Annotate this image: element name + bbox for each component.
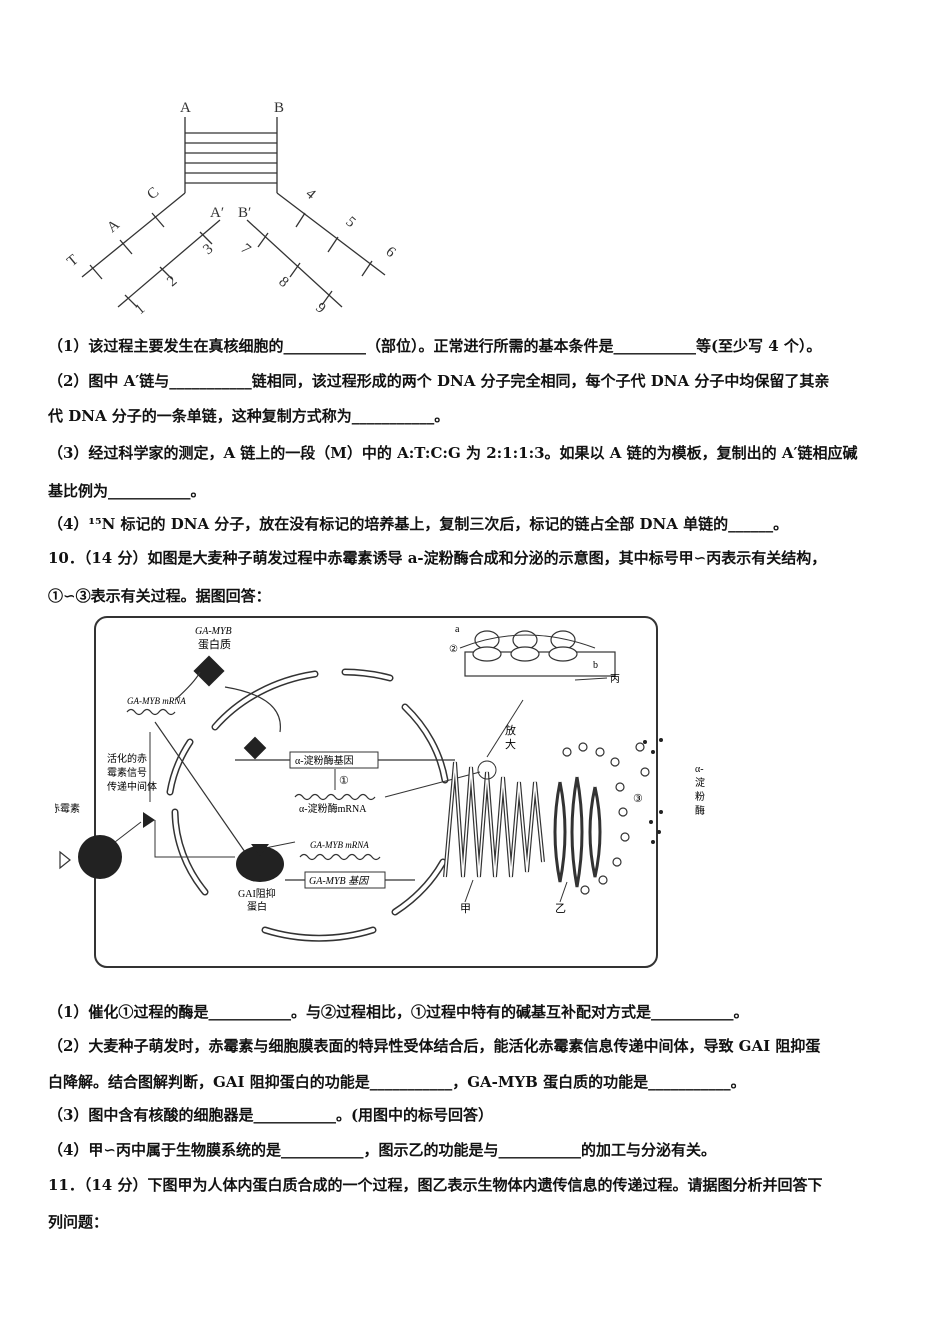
- amylase-gene-label: α-淀粉酶基因: [295, 754, 354, 767]
- ga-myb-protein-label: GA-MYB: [195, 626, 232, 637]
- label-1: 1: [132, 301, 148, 318]
- signal-label-3: 传递中间体: [107, 780, 157, 793]
- q10-part1: （1）催化①过程的酶是___________。与②过程相比，①过程中特有的碱基互…: [48, 1003, 749, 1021]
- ga-myb-mrna-mid-label: GA-MYB mRNA: [310, 840, 369, 850]
- svg-text:α-: α-: [695, 764, 704, 775]
- q10-part4: （4）甲∽丙中属于生物膜系统的是___________，图示乙的功能是与____…: [48, 1141, 717, 1159]
- label-8: 8: [275, 274, 291, 291]
- process-1-label: ①: [339, 775, 349, 787]
- gai-label-2: 蛋白: [247, 900, 267, 913]
- label-4: 4: [302, 186, 318, 203]
- ga-myb-mrna-top-label: GA-MYB mRNA: [127, 696, 186, 706]
- q11-stem-line1: 11．（14 分）下图甲为人体内蛋白质合成的一个过程，图乙表示生物体内遗传信息的…: [48, 1176, 823, 1194]
- q9-part3-line1: （3）经过科学家的测定，A 链上的一段（M）中的 A:T:C:G 为 2:1:1…: [48, 444, 858, 462]
- yi-label: 乙: [555, 902, 566, 915]
- gai-label-1: GAI阻抑: [238, 888, 276, 900]
- ga-myb-gene-box: [304, 871, 386, 889]
- label-7: 7: [237, 241, 253, 258]
- q9-part4: （4）¹⁵N 标记的 DNA 分子，放在没有标记的培养基上，复制三次后，标记的链…: [48, 515, 789, 533]
- q9-part3-line2: 基比例为___________。: [48, 482, 206, 500]
- label-t: T: [64, 252, 81, 270]
- label-3: 3: [200, 241, 216, 258]
- q9-part2-line1: （2）图中 A′链与___________链相同，该过程形成的两个 DNA 分子…: [48, 372, 830, 390]
- jia-label: 甲: [460, 903, 471, 915]
- ga-myb-protein-shape: [193, 655, 225, 687]
- ga-myb-gene-label: GA-MYB 基因: [309, 875, 370, 887]
- process-2-label: ②: [449, 644, 458, 655]
- label-5: 5: [342, 214, 358, 231]
- label-a2: A: [104, 217, 123, 236]
- amylase-gene-box: [289, 751, 379, 769]
- q10-part3: （3）图中含有核酸的细胞器是___________。(用图中的标号回答）: [48, 1106, 494, 1124]
- signal-label-2: 霉素信号: [107, 766, 147, 779]
- label-a-prime: A′: [210, 205, 224, 221]
- q10-stem-line1: 10．（14 分）如图是大麦种子萌发过程中赤霉素诱导 a-淀粉酶合成和分泌的示意…: [48, 549, 827, 567]
- q9-part2-line2: 代 DNA 分子的一条单链，这种复制方式称为___________。: [48, 407, 450, 425]
- enlarge-label-2: 大: [505, 737, 516, 751]
- q11-stem-line2: 列问题：: [48, 1213, 109, 1231]
- dna-replication-figure: A B A′ B′ C A T 1 2 3 4 5 6 7 8 9: [64, 100, 399, 318]
- label-6: 6: [382, 244, 398, 261]
- label-c: C: [144, 184, 162, 203]
- golgi-yi: [553, 781, 567, 883]
- amylase-side-label: α- 淀 粉 酶: [695, 764, 705, 817]
- protein-word: 蛋白质: [198, 637, 231, 651]
- label-b-small: b: [593, 660, 598, 671]
- cell-outline: [94, 616, 658, 968]
- label-9: 9: [312, 300, 328, 317]
- receptor-shape: [78, 835, 122, 879]
- label-b: B: [274, 100, 284, 116]
- label-2: 2: [164, 273, 180, 290]
- gibberellin-cell-figure: GA-MYB 蛋白质 GA-MYB mRNA α-淀粉酶基因 ① α-淀粉酶mR…: [55, 616, 663, 968]
- signal-label-1: 活化的赤: [107, 752, 147, 765]
- process-3-label: ③: [633, 793, 643, 805]
- q10-part2-line1: （2）大麦种子萌发时，赤霉素与细胞膜表面的特异性受体结合后，能活化赤霉素信息传递…: [48, 1037, 821, 1055]
- svg-text:酶: 酶: [695, 804, 705, 817]
- bing-label: 丙: [610, 674, 620, 685]
- label-a: A: [180, 100, 191, 116]
- label-b-prime: B′: [238, 205, 251, 221]
- gibberellin-label: 赤霉素: [55, 802, 80, 815]
- gai-repressor-shape: [236, 846, 284, 882]
- enlarge-label-1: 放: [505, 723, 516, 737]
- svg-text:淀: 淀: [695, 776, 705, 789]
- q10-part2-line2: 白降解。结合图解判断，GAI 阻抑蛋白的功能是___________，GA-MY…: [48, 1073, 746, 1091]
- ribosome-membrane: [464, 651, 616, 677]
- amylase-mrna-label: α-淀粉酶mRNA: [299, 802, 367, 815]
- svg-text:粉: 粉: [695, 790, 705, 803]
- q9-part1: （1）该过程主要发生在真核细胞的___________（部位）。正常进行所需的基…: [48, 337, 822, 355]
- label-a-small: a: [455, 624, 460, 635]
- q10-stem-line2: ①∽③表示有关过程。据图回答：: [48, 587, 271, 605]
